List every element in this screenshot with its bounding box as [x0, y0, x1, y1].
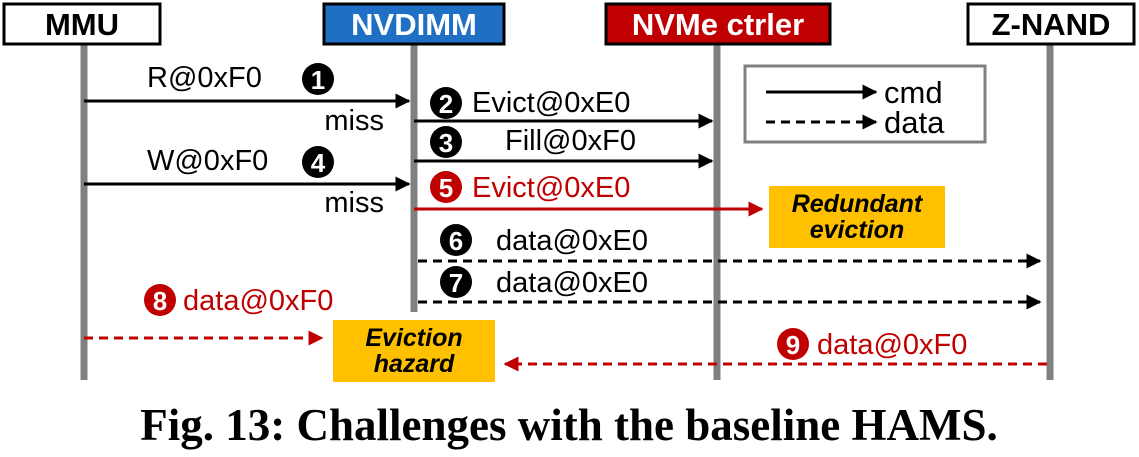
step-number: 3	[439, 128, 453, 158]
message-label-8: data@0xF0	[183, 285, 333, 317]
callout-line: Redundant	[792, 190, 924, 218]
legend: cmd data	[743, 64, 987, 144]
figure-caption: Fig. 13: Challenges with the baseline HA…	[140, 400, 998, 450]
participant-label: Z-NAND	[992, 7, 1111, 42]
step-badge-2: 2	[430, 87, 462, 119]
message-label-2: Evict@0xE0	[472, 87, 630, 119]
legend-data-label: data	[884, 105, 945, 140]
step-badge-6: 6	[440, 224, 472, 256]
participant-label: NVDIMM	[351, 7, 477, 42]
message-label-6: data@0xE0	[496, 225, 648, 257]
legend-cmd-label: cmd	[884, 75, 943, 110]
eviction-hazard-callout: Eviction hazard	[333, 320, 495, 382]
step-badge-5: 5	[430, 171, 462, 203]
participant-mmu: MMU	[2, 2, 162, 46]
participant-znand: Z-NAND	[966, 2, 1136, 46]
step-number: 1	[311, 65, 325, 95]
step-number: 8	[153, 286, 167, 316]
step-number: 6	[449, 226, 463, 256]
participant-nvdimm: NVDIMM	[322, 2, 506, 46]
step-number: 9	[786, 330, 800, 360]
step-badge-1: 1	[302, 63, 334, 95]
participant-label: NVMe ctrler	[632, 7, 804, 42]
step-number: 5	[439, 173, 453, 203]
step-badge-7: 7	[440, 266, 472, 298]
callout-line: Eviction	[365, 324, 462, 352]
message-label-1: R@0xF0	[147, 62, 262, 94]
miss-label: miss	[324, 187, 384, 219]
participant-label: MMU	[45, 7, 119, 42]
step-badge-4: 4	[302, 146, 334, 178]
message-label-9: data@0xF0	[817, 329, 967, 361]
message-label-7: data@0xE0	[496, 267, 648, 299]
redundant-eviction-callout: Redundant eviction	[769, 186, 945, 248]
message-label-3: Fill@0xF0	[505, 125, 636, 157]
participant-nvme: NVMe ctrler	[604, 2, 832, 46]
step-badge-9: 9	[777, 328, 809, 360]
step-badge-8: 8	[144, 284, 176, 316]
step-number: 2	[439, 89, 453, 119]
step-badge-3: 3	[430, 126, 462, 158]
step-number: 4	[311, 148, 326, 178]
message-label-5: Evict@0xE0	[472, 172, 630, 204]
callout-line: eviction	[810, 216, 904, 244]
step-number: 7	[449, 268, 463, 298]
message-label-4: W@0xF0	[147, 145, 268, 177]
callout-line: hazard	[374, 350, 455, 378]
miss-label: miss	[324, 105, 384, 137]
